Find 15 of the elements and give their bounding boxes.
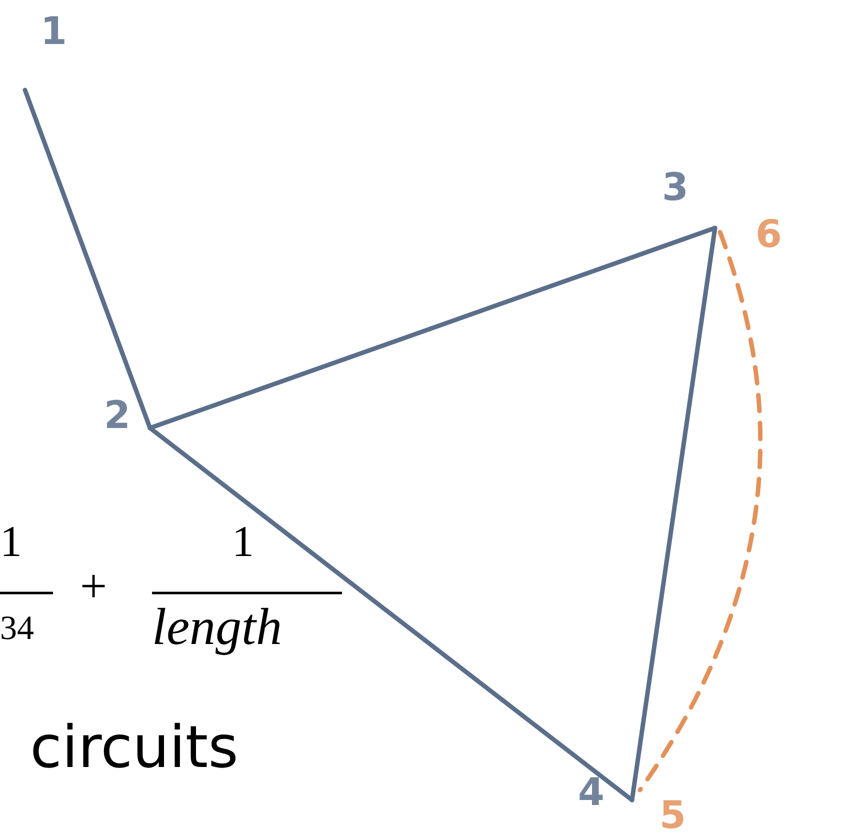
graph-edge bbox=[630, 226, 718, 802]
formula-numerator: 1 bbox=[0, 520, 22, 564]
vertex-number: 4 bbox=[578, 773, 604, 811]
vertex-number: 3 bbox=[662, 168, 688, 206]
formula-denominator: length bbox=[152, 602, 282, 654]
plus-sign: + bbox=[80, 563, 108, 611]
graph-edge bbox=[22, 88, 152, 430]
formula-numerator: 1 bbox=[232, 520, 254, 564]
formula-subscript: 34 bbox=[0, 612, 34, 646]
vertex-number: 5 bbox=[660, 796, 686, 834]
vertex-number: 1 bbox=[40, 12, 67, 50]
vertex-number: 6 bbox=[756, 215, 782, 253]
vertex-number: 2 bbox=[104, 396, 130, 434]
dashed-curve bbox=[638, 230, 762, 792]
caption-text: circuits bbox=[30, 718, 238, 776]
